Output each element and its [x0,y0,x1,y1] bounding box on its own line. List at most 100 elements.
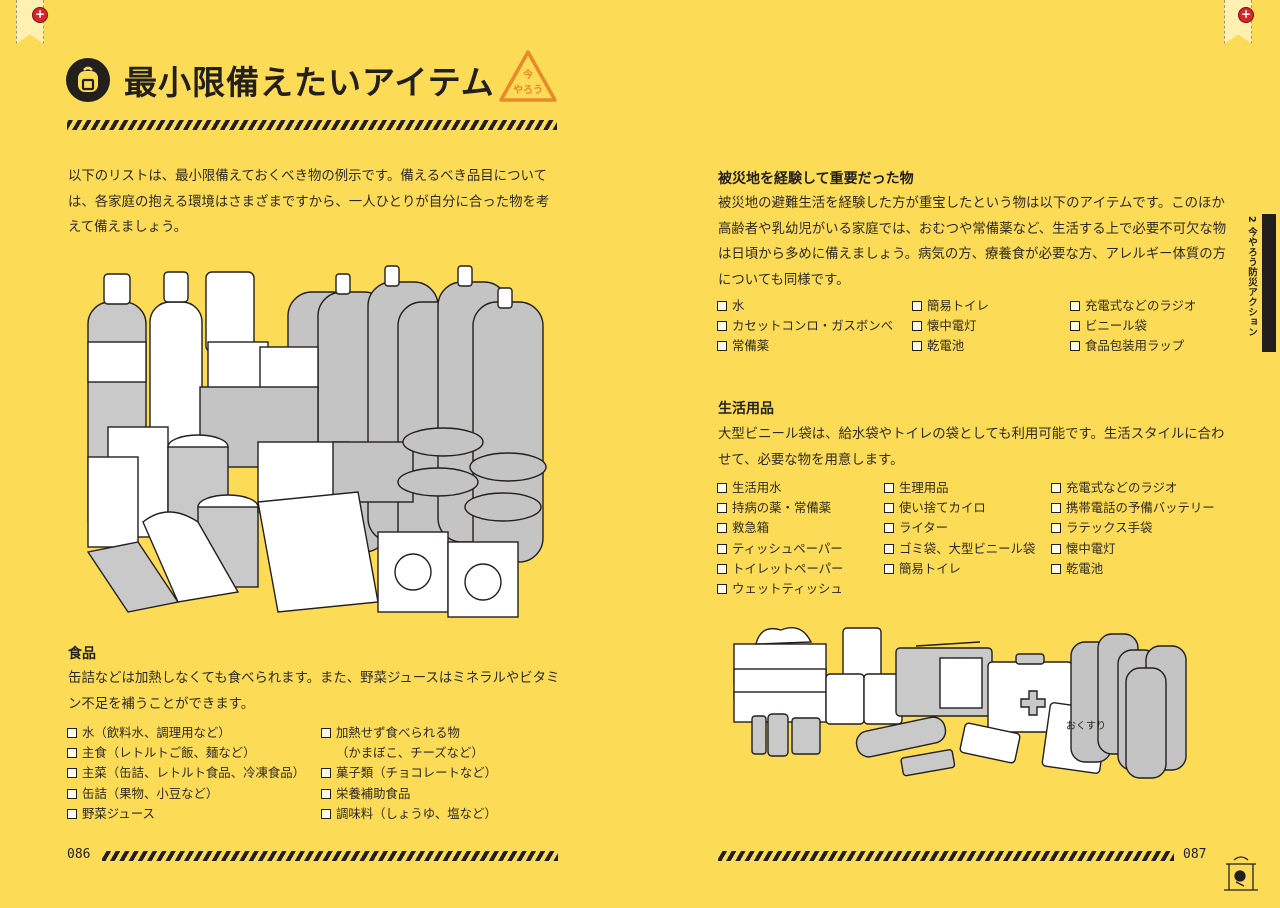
checklist-item[interactable]: カセットコンロ・ガスボンベ [717,316,893,336]
page-number-left: 086 [67,847,91,862]
checklist-item[interactable]: 持病の薬・常備薬 [717,498,843,518]
checkbox[interactable] [67,748,77,759]
checkbox[interactable] [717,584,727,595]
checkbox[interactable] [912,301,922,311]
checklist-item[interactable]: 充電式などのラジオ [1070,296,1196,316]
checkbox[interactable] [1051,503,1061,514]
checklist-item[interactable]: ウェットティッシュ [717,579,843,599]
checklist-item[interactable]: 菓子類（チョコレートなど） [321,763,497,783]
checklist-item[interactable]: ライター [884,518,1035,538]
chapter-tab-label: 2 今やろう防災アクション [1246,216,1257,337]
checklist-item[interactable]: 懐中電灯 [1051,539,1215,559]
checkbox[interactable] [912,341,922,352]
checkbox[interactable] [67,808,77,819]
checkbox[interactable] [321,788,331,799]
food-checklist-col2: 加熱せず食べられる物 （かまぼこ、チーズなど） 菓子類（チョコレートなど） 栄養… [321,723,497,824]
daily-supplies-illustration: おくすり [733,627,1187,779]
daily-checklist-col1: 生活用水 持病の薬・常備薬 救急箱 ティッシュペーパー トイレットペーパー ウェ… [717,478,843,599]
checklist-item[interactable]: 主菜（缶詰、レトルト食品、冷凍食品） [67,763,305,783]
checkbox[interactable] [717,503,727,514]
checklist-item[interactable]: ティッシュペーパー [717,539,843,559]
add-bookmark-icon[interactable]: + [32,7,48,23]
checkbox[interactable] [1051,543,1061,554]
checklist-item[interactable]: ゴミ袋、大型ビニール袋 [884,539,1035,559]
food-stockpile-illustration [86,265,547,618]
checklist-item[interactable]: 簡易トイレ [884,559,1035,579]
title-text: 最小限備えたいアイテム [124,63,495,102]
svg-text:今: 今 [522,68,534,81]
checklist-item[interactable]: 主食（レトルトご飯、麺など） [67,743,305,763]
left-page: + 最小限備えたいアイテム 今 やろう 以下のリストは、最小限備えておくべき物の… [16,0,560,862]
checkbox[interactable] [884,563,894,574]
checkbox[interactable] [1051,523,1061,534]
food-heading: 食品 [68,646,96,662]
checkbox[interactable] [717,563,727,574]
checkbox[interactable] [1070,301,1080,311]
checkbox[interactable] [884,543,894,554]
checklist-item[interactable]: 缶詰（果物、小豆など） [67,784,305,804]
checkbox[interactable] [884,483,894,493]
checklist-item[interactable]: 加熱せず食べられる物 [321,723,497,743]
checkbox[interactable] [67,768,77,779]
checkbox[interactable] [912,321,922,332]
checklist-item[interactable]: 使い捨てカイロ [884,498,1035,518]
checklist-item[interactable]: 栄養補助食品 [321,784,497,804]
backpack-icon [66,58,110,102]
checklist-item[interactable]: 充電式などのラジオ [1051,478,1215,498]
food-description: 缶詰などは加熱しなくても食べられます。また、野菜ジュースはミネラルやビタミン不足… [68,671,560,712]
checklist-item[interactable]: 簡易トイレ [912,296,989,316]
checklist-item[interactable]: 水 [717,296,893,316]
mascot-icon [1224,856,1258,891]
checklist-item[interactable]: 水（飲料水、調理用など） [67,723,305,743]
checklist-item[interactable]: 懐中電灯 [912,316,989,336]
daily-goods-description: 大型ビニール袋は、給水袋やトイレの袋としても利用可能です。生活スタイルに合わせて… [718,427,1225,468]
disaster-checklist-col3: 充電式などのラジオ ビニール袋 食品包装用ラップ [1070,296,1196,357]
checkbox[interactable] [1051,563,1061,574]
checklist-item[interactable]: 救急箱 [717,518,843,538]
hazard-stripe-divider [67,120,557,130]
checklist-item[interactable]: トイレットペーパー [717,559,843,579]
checkbox[interactable] [717,523,727,534]
checklist-item[interactable]: ビニール袋 [1070,316,1196,336]
daily-checklist-col2: 生理用品 使い捨てカイロ ライター ゴミ袋、大型ビニール袋 簡易トイレ [884,478,1035,579]
checkbox[interactable] [717,483,727,493]
checkbox[interactable] [1051,483,1061,493]
checklist-item[interactable]: 調味料（しょうゆ、塩など） [321,804,497,824]
checkbox[interactable] [321,768,331,779]
checkbox[interactable] [717,321,727,332]
chapter-tab[interactable] [1262,214,1276,352]
checkbox[interactable] [717,341,727,352]
checklist-item[interactable]: 生理用品 [884,478,1035,498]
daily-goods-heading: 生活用品 [718,401,774,417]
checklist-item-continuation: （かまぼこ、チーズなど） [336,745,484,761]
page-number-right: 087 [1183,847,1207,862]
disaster-checklist-col1: 水 カセットコンロ・ガスボンベ 常備薬 [717,296,893,357]
add-bookmark-icon[interactable]: + [1238,7,1254,23]
checklist-item[interactable]: 乾電池 [912,336,989,356]
right-page: + 被災地を経験して重要だった物 被災地の避難生活を経験した方が重宝したという物… [640,0,1280,908]
checkbox[interactable] [1070,341,1080,352]
do-it-now-badge-icon: 今 やろう [499,50,557,102]
checklist-item[interactable]: 常備薬 [717,336,893,356]
checkbox[interactable] [67,788,77,799]
checkbox[interactable] [717,543,727,554]
svg-text:やろう: やろう [513,84,543,96]
checklist-item[interactable]: 生活用水 [717,478,843,498]
checkbox[interactable] [321,808,331,819]
checkbox[interactable] [884,523,894,534]
checklist-item[interactable]: 携帯電話の予備バッテリー [1051,498,1215,518]
disaster-description: 被災地の避難生活を経験した方が重宝したという物は以下のアイテムです。このほか高齢… [718,196,1227,288]
checkbox[interactable] [321,728,331,738]
daily-checklist-col3: 充電式などのラジオ 携帯電話の予備バッテリー ラテックス手袋 懐中電灯 乾電池 [1051,478,1215,579]
page-title: 最小限備えたいアイテム [66,56,495,104]
checklist-item[interactable]: 野菜ジュース [67,804,305,824]
checkbox[interactable] [67,728,77,738]
checklist-item[interactable]: 乾電池 [1051,559,1215,579]
checkbox[interactable] [1070,321,1080,332]
checklist-item[interactable]: 食品包装用ラップ [1070,336,1196,356]
checklist-item[interactable]: ラテックス手袋 [1051,518,1215,538]
disaster-heading: 被災地を経験して重要だった物 [718,171,914,187]
checkbox[interactable] [717,301,727,311]
intro-paragraph: 以下のリストは、最小限備えておくべき物の例示です。備えるべき品目については、各家… [68,169,550,235]
checkbox[interactable] [884,503,894,514]
